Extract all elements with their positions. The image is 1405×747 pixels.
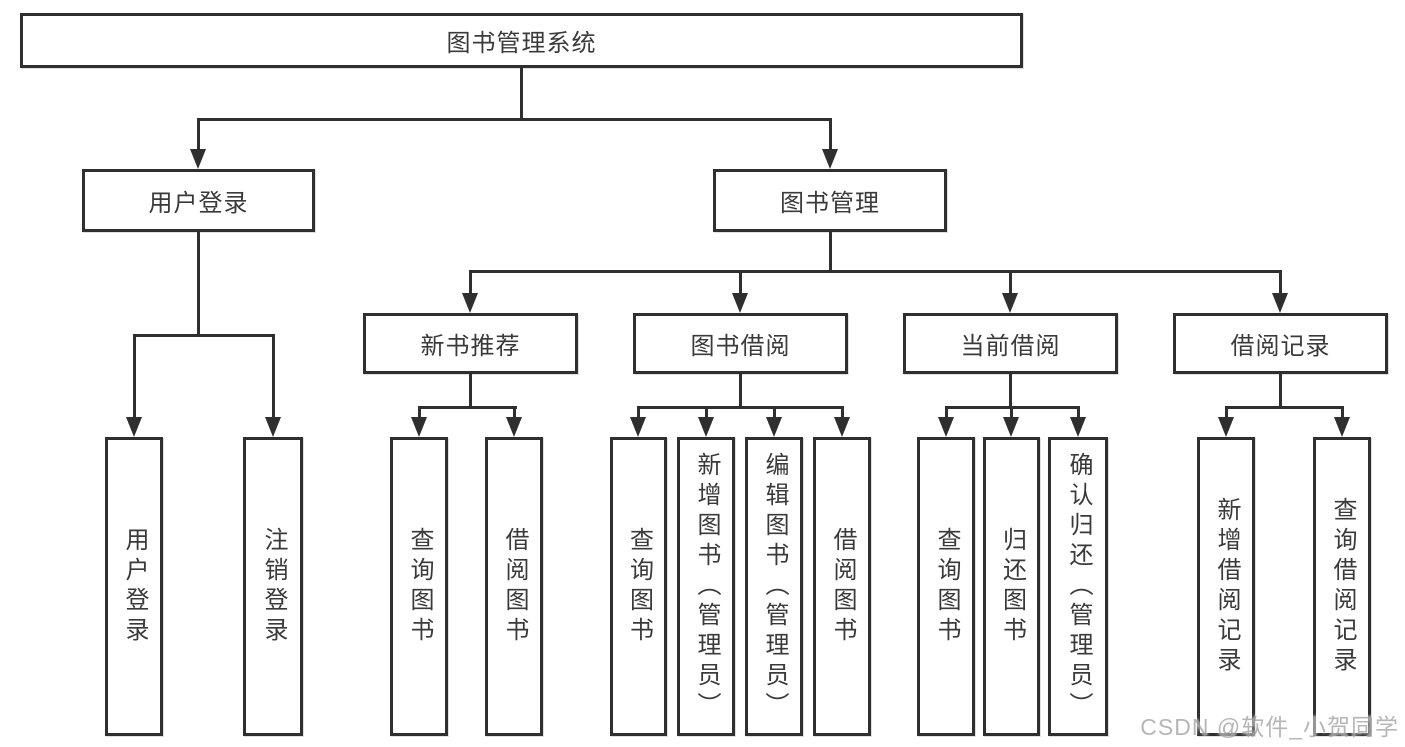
arrowhead-icon xyxy=(411,417,427,437)
connector-line xyxy=(1279,270,1282,295)
connector-line xyxy=(841,406,844,418)
arrowhead-icon xyxy=(822,149,838,169)
leaf-label: 新增图书（管理员） xyxy=(693,451,720,722)
node-label: 图书借阅 xyxy=(690,333,791,360)
connector-line xyxy=(197,232,200,337)
connector-line xyxy=(513,406,516,418)
node-library-system: 图书管理系统 xyxy=(20,13,1023,68)
arrowhead-icon xyxy=(766,417,782,437)
node-label: 当前借阅 xyxy=(960,333,1061,360)
node-label: 用户登录 xyxy=(148,190,249,217)
node-user-login: 用户登录 xyxy=(82,169,315,232)
leaf-borrow-books-recommend: 借阅图书 xyxy=(485,437,543,736)
connector-line xyxy=(637,406,640,418)
node-book-management: 图书管理 xyxy=(713,169,947,232)
connector-line xyxy=(1225,406,1344,409)
connector-line xyxy=(469,270,472,295)
leaf-label: 新增借阅记录 xyxy=(1213,496,1240,677)
leaf-edit-book-admin: 编辑图书（管理员） xyxy=(745,437,803,736)
connector-line xyxy=(829,232,832,273)
node-current-borrow: 当前借阅 xyxy=(903,313,1118,374)
connector-line xyxy=(272,334,275,418)
connector-line xyxy=(418,406,421,418)
connector-line xyxy=(1010,406,1013,418)
connector-line xyxy=(1279,374,1282,409)
arrowhead-icon xyxy=(265,417,281,437)
arrowhead-icon xyxy=(1070,417,1086,437)
arrowhead-icon xyxy=(938,417,954,437)
connector-line xyxy=(133,334,275,337)
node-borrow-record: 借阅记录 xyxy=(1173,313,1388,374)
leaf-query-borrow-record: 查询借阅记录 xyxy=(1313,437,1371,736)
arrowhead-icon xyxy=(1334,417,1350,437)
leaf-query-books-current: 查询图书 xyxy=(917,437,975,736)
leaf-query-books-borrow: 查询图书 xyxy=(610,437,667,736)
connector-line xyxy=(1225,406,1228,418)
connector-line xyxy=(469,270,1282,273)
leaf-label: 编辑图书（管理员） xyxy=(761,451,788,722)
connector-line xyxy=(197,118,200,151)
leaf-label: 查询图书 xyxy=(933,526,960,647)
node-label: 图书管理系统 xyxy=(446,30,597,57)
node-book-borrow: 图书借阅 xyxy=(633,313,848,374)
connector-line xyxy=(197,118,832,121)
leaf-label: 查询图书 xyxy=(625,526,653,647)
arrowhead-icon xyxy=(506,417,522,437)
connector-line xyxy=(1009,374,1012,409)
leaf-label: 查询借阅记录 xyxy=(1329,496,1356,677)
connector-line xyxy=(829,118,832,151)
leaf-label: 借阅图书 xyxy=(829,526,856,647)
connector-line xyxy=(739,270,742,295)
arrowhead-icon xyxy=(1272,293,1288,313)
node-new-book-recommend: 新书推荐 xyxy=(363,313,578,374)
leaf-return-book: 归还图书 xyxy=(983,437,1040,736)
connector-line xyxy=(1077,406,1080,418)
leaf-label: 借阅图书 xyxy=(501,526,528,647)
connector-line xyxy=(469,374,472,409)
leaf-borrow-books: 借阅图书 xyxy=(813,437,871,736)
arrowhead-icon xyxy=(698,417,714,437)
connector-line xyxy=(945,406,948,418)
leaf-label: 查询图书 xyxy=(406,526,433,647)
leaf-add-book-admin: 新增图书（管理员） xyxy=(677,437,735,736)
connector-line xyxy=(418,406,517,409)
arrowhead-icon xyxy=(462,293,478,313)
arrowhead-icon xyxy=(732,293,748,313)
connector-line xyxy=(520,68,523,121)
connector-line xyxy=(739,374,742,409)
node-label: 新书推荐 xyxy=(420,333,521,360)
connector-line xyxy=(637,406,844,409)
leaf-label: 注销登录 xyxy=(260,526,287,647)
leaf-label: 用户登录 xyxy=(121,526,148,647)
leaf-label: 确认归还（管理员） xyxy=(1065,451,1092,722)
leaf-user-login: 用户登录 xyxy=(105,437,163,736)
arrowhead-icon xyxy=(126,417,142,437)
leaf-logout: 注销登录 xyxy=(243,437,303,736)
leaf-add-borrow-record: 新增借阅记录 xyxy=(1197,437,1255,736)
arrowhead-icon xyxy=(630,417,646,437)
arrowhead-icon xyxy=(834,417,850,437)
node-label: 借阅记录 xyxy=(1230,333,1331,360)
connector-line xyxy=(773,406,776,418)
arrowhead-icon xyxy=(1002,293,1018,313)
connector-line xyxy=(1341,406,1344,418)
leaf-confirm-return-admin: 确认归还（管理员） xyxy=(1048,437,1108,736)
connector-line xyxy=(1009,270,1012,295)
arrowhead-icon xyxy=(1218,417,1234,437)
leaf-label: 归还图书 xyxy=(998,526,1026,647)
arrowhead-icon xyxy=(190,149,206,169)
leaf-query-books-recommend: 查询图书 xyxy=(390,437,448,736)
arrowhead-icon xyxy=(1003,417,1019,437)
connector-line xyxy=(133,334,136,418)
node-label: 图书管理 xyxy=(780,190,880,217)
csdn-watermark: CSDN @软件_小贺同学 xyxy=(1140,714,1399,740)
connector-line xyxy=(705,406,708,418)
